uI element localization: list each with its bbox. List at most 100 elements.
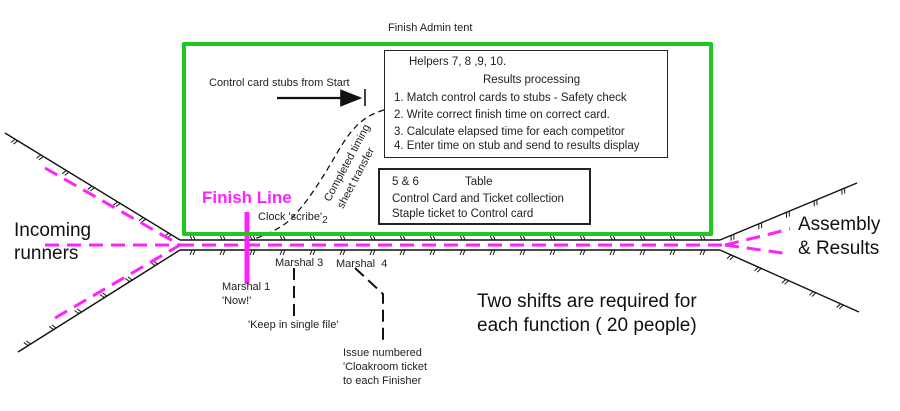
lane-boundaries (4, 132, 860, 353)
fence-hatch (549, 249, 553, 256)
fence-hatch (784, 280, 789, 285)
fence-hatch (74, 310, 80, 315)
results-step-2: 2. Write correct finish time on correct … (394, 109, 610, 121)
table-heading: Table (465, 176, 493, 188)
fence-hatch (51, 324, 57, 329)
fence-hatch (282, 249, 286, 256)
runner-path-lower-out (724, 243, 791, 256)
incoming-line-1: Incoming (14, 220, 92, 241)
fence-hatch (64, 171, 70, 176)
fence-hatch (639, 249, 643, 256)
fence-hatch (61, 170, 67, 175)
fence-hatch (138, 217, 144, 222)
runner-paths (44, 166, 791, 320)
assembly-line-2: & Results (798, 238, 880, 259)
results-heading: Results processing (483, 74, 581, 86)
fence-hatch (26, 340, 31, 345)
fence-hatch (279, 249, 283, 256)
fence-hatch (669, 249, 673, 256)
assembly-results-label: Assembly & Results (798, 213, 880, 261)
fence-hatch (519, 249, 523, 256)
fence-hatch (10, 138, 16, 143)
fence-hatch (219, 249, 223, 256)
fence-hatch (13, 140, 19, 145)
fence-hatch (756, 267, 762, 273)
right-lower-fence (719, 249, 860, 313)
marshal-4-label: Marshal 4 (336, 258, 388, 270)
fence-hatch (48, 326, 54, 331)
table-helpers: 5 & 6 (392, 176, 419, 188)
marshal-3-label: Marshal 3 (275, 257, 324, 269)
fence-hatch (609, 249, 613, 256)
fence-hatch (23, 342, 29, 347)
fence-hatch (87, 185, 93, 190)
clock-scribe-label: Clock 'scribe'2 (258, 211, 328, 226)
fence-hatch (754, 266, 759, 272)
fence-hatch (492, 249, 496, 256)
fence-hatch (339, 249, 343, 256)
incoming-runners-label: Incoming runners (14, 219, 91, 265)
fence-hatch (522, 249, 526, 256)
fence-hatch (579, 249, 583, 256)
cloakroom-line-3: to each Finisher (343, 375, 422, 387)
runner-path-upper-out (724, 227, 791, 247)
fence-hatch (582, 249, 586, 256)
fence-hatch (839, 304, 844, 310)
marshal-1-label: Marshal 1 'Now!' (222, 280, 270, 308)
fence-hatch (249, 249, 253, 256)
shifts-line-1: Two shifts are required for (477, 291, 697, 312)
fence-hatch (127, 276, 133, 281)
fence-hatch (699, 249, 703, 256)
fence-hatch (115, 203, 121, 208)
assembly-line-1: Assembly (798, 214, 881, 235)
table-box: 5 & 6 Table Control Card and Ticket coll… (378, 168, 591, 225)
fence-hatch (309, 249, 313, 256)
fence-hatch (811, 292, 817, 297)
incoming-line-2: runners (14, 243, 79, 264)
marshal4-leader (354, 267, 384, 345)
fence-hatch (781, 278, 787, 284)
results-helpers: Helpers 7, 8 ,9, 10. (409, 56, 507, 68)
fence-hatch (642, 249, 646, 256)
cloakroom-label: Issue numbered 'Cloakroom ticket to each… (343, 346, 427, 388)
single-file-label: 'Keep in single file' (248, 319, 339, 331)
results-step-1: 1. Match control cards to stubs - Safety… (394, 92, 627, 104)
left-lower-fence (17, 249, 181, 353)
fence-hatch (125, 278, 130, 283)
fence-hatch (113, 201, 118, 206)
fence-hatch (462, 249, 466, 256)
marshal-1-name: Marshal 1 (222, 281, 271, 293)
results-processing-box: Helpers 7, 8 ,9, 10. Results processing … (384, 50, 668, 158)
fence-hatch (808, 291, 814, 296)
fence-hatch (729, 255, 735, 261)
table-line-1: Control Card and Ticket collection (392, 193, 564, 205)
table-line-2: Staple ticket to Control card (392, 208, 534, 220)
fence-hatch (189, 249, 193, 256)
clock-scribe-number: 2 (322, 215, 328, 227)
fence-hatch (192, 249, 196, 256)
fence-hatch (372, 249, 376, 256)
finish-line-label: Finish Line (202, 188, 292, 207)
timing-transfer-path (251, 109, 385, 241)
results-step-4: 4. Enter time on stub and send to result… (394, 140, 640, 152)
fence-hatch (672, 249, 676, 256)
fence-hatch (38, 156, 44, 161)
marshal-1-call: 'Now!' (222, 295, 252, 307)
fence-hatch (702, 249, 706, 256)
fence-hatch (222, 249, 226, 256)
fence-hatch (612, 249, 616, 256)
shifts-line-2: each function ( 20 people) (477, 315, 697, 336)
right-upper-fence (719, 182, 858, 241)
left-upper-fence (4, 132, 181, 241)
fence-hatch (312, 249, 316, 256)
fence-hatch (76, 308, 82, 313)
cloakroom-line-2: 'Cloakroom ticket (343, 361, 428, 373)
fence-hatch (402, 249, 406, 256)
shifts-note: Two shifts are required for each functio… (477, 290, 697, 338)
fence-hatch (726, 254, 732, 259)
fence-hatch (489, 249, 493, 256)
results-step-3: 3. Calculate elapsed time for each compe… (394, 126, 625, 138)
finish-admin-tent (182, 42, 713, 236)
clock-scribe-text: Clock 'scribe' (258, 211, 323, 223)
cloakroom-line-1: Issue numbered (343, 347, 422, 359)
